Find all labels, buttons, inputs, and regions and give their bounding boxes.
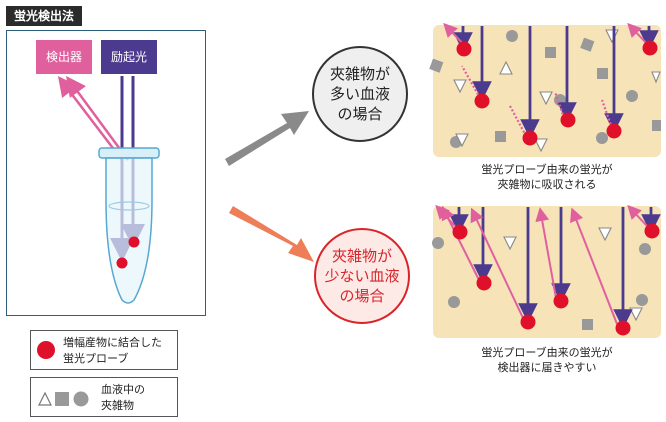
probe-dot xyxy=(116,257,128,269)
probe-dot xyxy=(128,236,140,248)
excitation-box: 励起光 xyxy=(101,40,157,74)
case-few-label: 夾雑物が 少ない血液 の場合 xyxy=(314,228,410,324)
probe-legend-label: 増幅産物に結合した 蛍光プローブ xyxy=(63,336,162,365)
apparatus-box xyxy=(6,30,206,316)
contaminant-legend-icons xyxy=(38,391,89,407)
legend-contaminant: 血液中の 夾雑物 xyxy=(30,377,178,417)
orange-big-arrow xyxy=(229,206,314,262)
case-few-caption: 蛍光プローブ由来の蛍光が 検出器に届きやすい xyxy=(481,346,613,375)
legend-probe: 増幅産物に結合した 蛍光プローブ xyxy=(30,330,178,370)
case-many-label: 夾雑物が 多い血液 の場合 xyxy=(312,46,408,142)
test-tube xyxy=(98,147,160,304)
detector-box: 検出器 xyxy=(36,40,92,74)
probe-legend-icon xyxy=(37,341,55,359)
page-title: 蛍光検出法 xyxy=(6,6,83,26)
contaminant-legend-label: 血液中の 夾雑物 xyxy=(101,383,145,412)
gray-big-arrow xyxy=(225,111,309,166)
case-many-caption: 蛍光プローブ由来の蛍光が 夾雑物に吸収される xyxy=(481,163,613,192)
